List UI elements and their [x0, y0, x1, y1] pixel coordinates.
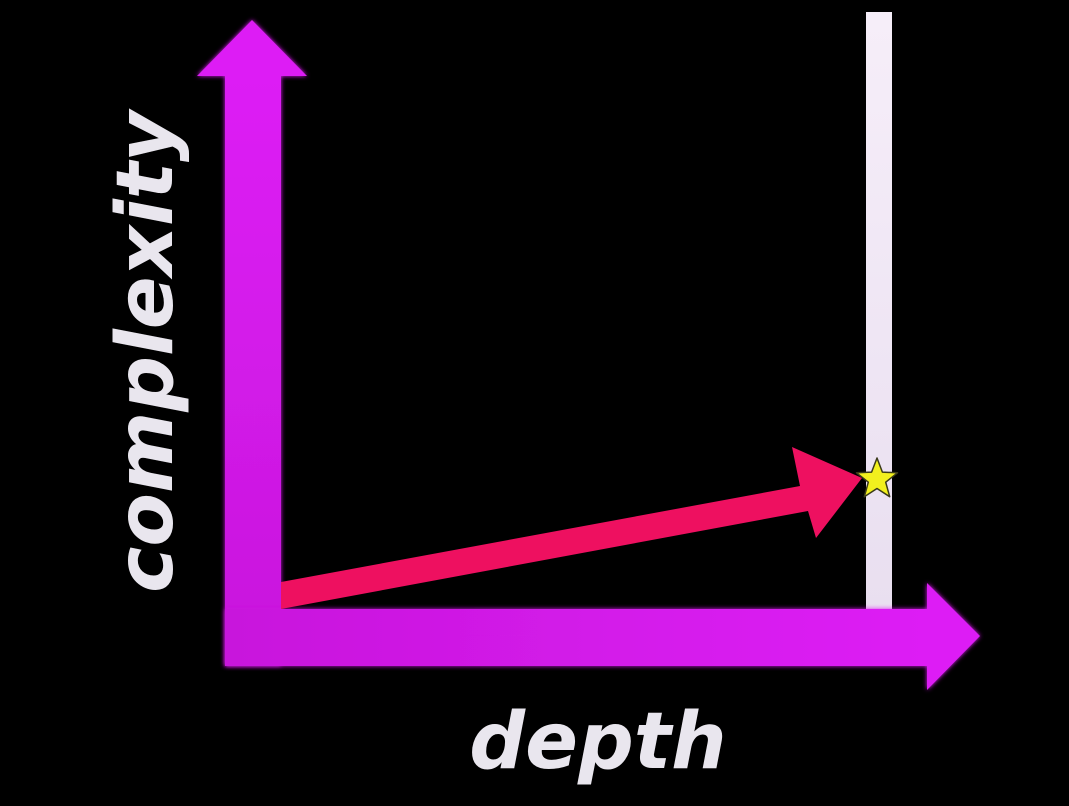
limit-bar: [866, 12, 892, 609]
star-icon: [855, 457, 899, 498]
x-axis-arrow: [225, 583, 980, 690]
x-axis-label: depth: [469, 697, 726, 787]
y-axis-arrow: [197, 20, 307, 666]
trajectory-arrow: [281, 447, 862, 609]
y-axis-label: complexity: [101, 108, 191, 593]
